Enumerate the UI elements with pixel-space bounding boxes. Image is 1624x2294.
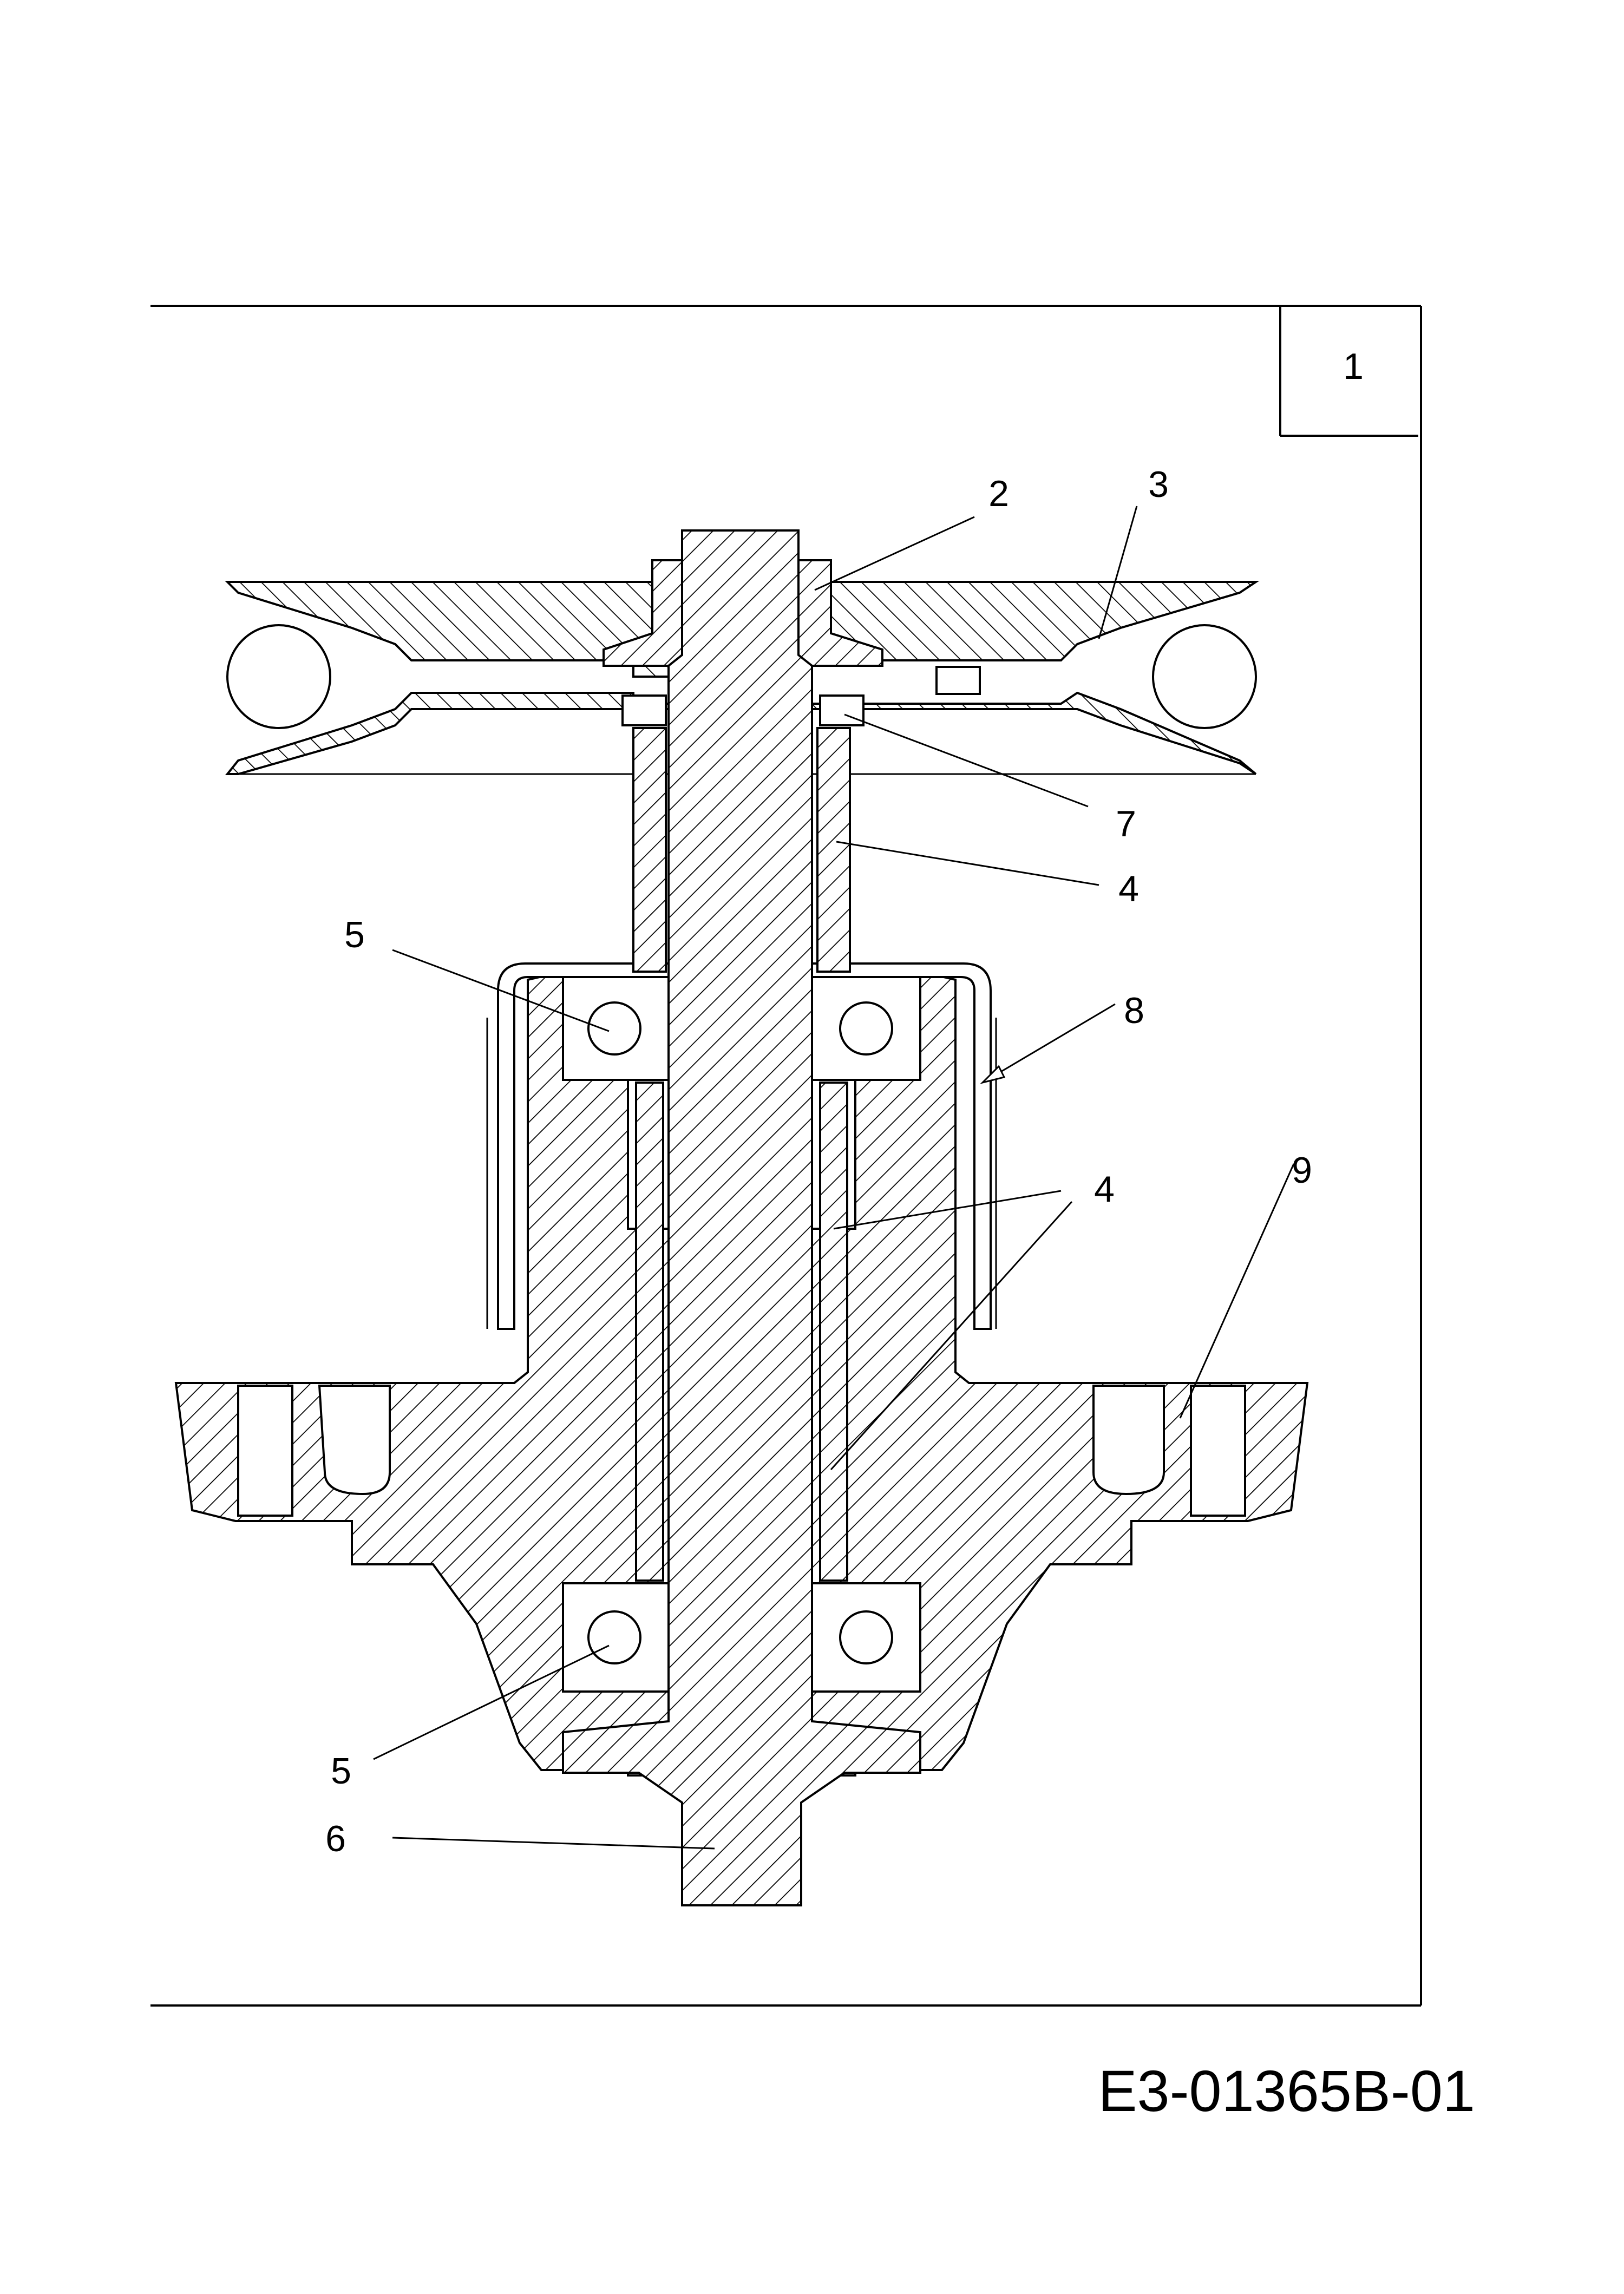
- lower-bearing-left: [562, 1582, 672, 1693]
- housing-pocket-left: [237, 1385, 293, 1517]
- callout-3: 3: [1148, 464, 1169, 505]
- upper-spacer-right: [816, 727, 851, 973]
- leader-lines: [373, 506, 1295, 1850]
- callout-4-upper: 4: [1118, 868, 1139, 909]
- frame: [150, 305, 1422, 2007]
- upper-spacer-left: [632, 727, 667, 973]
- inner-spacer-left: [635, 1082, 664, 1582]
- callout-6: 6: [325, 1818, 346, 1859]
- callout-4-lower: 4: [1094, 1169, 1115, 1210]
- callout-8: 8: [1124, 990, 1144, 1031]
- callout-5-upper: 5: [344, 914, 365, 955]
- item-number-label: 1: [1343, 346, 1364, 387]
- callout-9: 9: [1292, 1150, 1312, 1191]
- housing-pocket-right: [1190, 1385, 1246, 1517]
- washer-left: [621, 694, 667, 726]
- housing-pocket-right-inner: [1092, 1385, 1165, 1496]
- housing-pocket-left-inner: [318, 1385, 391, 1496]
- upper-bearing-left: [562, 976, 672, 1081]
- inner-spacer-right: [819, 1082, 848, 1582]
- callout-7: 7: [1116, 803, 1136, 844]
- drawing-number: E3-01365B-01: [1098, 2058, 1475, 2123]
- upper-bearing-right: [811, 976, 921, 1081]
- lower-bearing-right: [811, 1582, 921, 1693]
- shaft: [562, 529, 921, 1906]
- callout-2: 2: [988, 473, 1009, 514]
- cap: [497, 962, 992, 1330]
- belt-right: [1152, 624, 1257, 729]
- belt-left: [226, 624, 331, 729]
- callout-5-lower: 5: [331, 1751, 351, 1792]
- washer-right: [819, 694, 865, 726]
